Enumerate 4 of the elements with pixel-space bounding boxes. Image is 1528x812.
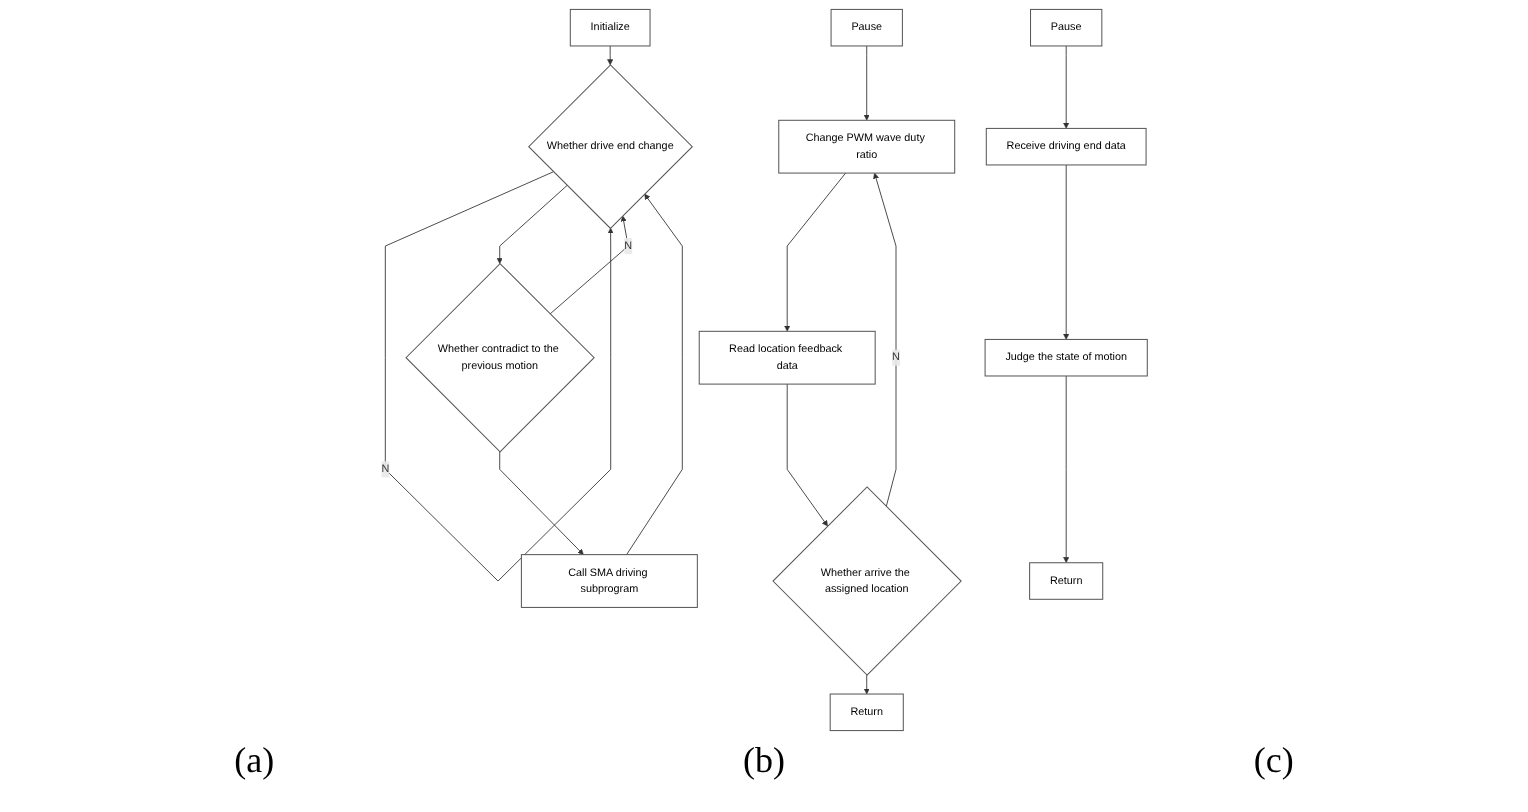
arrow xyxy=(384,171,614,582)
panel-label: (c) xyxy=(1253,740,1294,782)
panel-label: (a) xyxy=(234,740,275,782)
panel-label: (b) xyxy=(743,740,785,782)
